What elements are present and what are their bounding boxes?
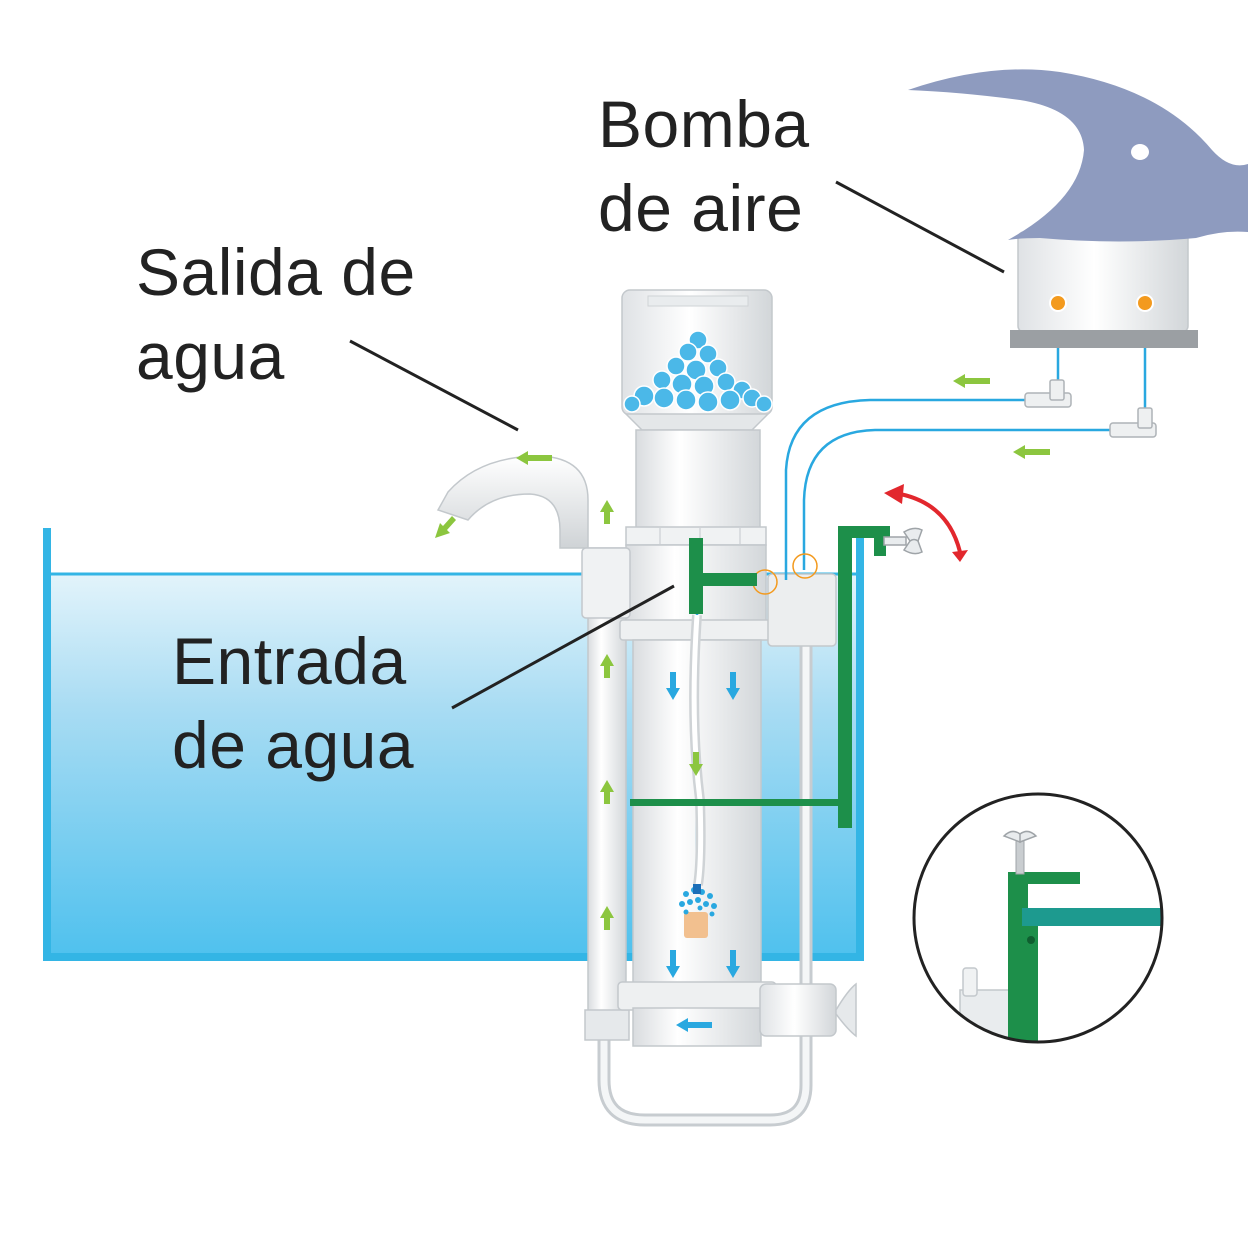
bracket-detail-inset [912, 792, 1164, 1044]
fish-logo-icon [908, 69, 1248, 242]
foam-bubbles [623, 330, 773, 413]
water-pump [759, 983, 837, 1037]
air-pump-label-line1: Bomba [598, 87, 810, 161]
air-pump-label: Bomba de aire [598, 82, 810, 250]
air-outlet-valve [1136, 294, 1154, 312]
air-valve-connectors [1024, 379, 1157, 438]
rotate-arrow-icon [899, 492, 962, 553]
flow-arrow-icon [666, 672, 740, 1032]
return-hose [597, 573, 813, 1127]
water-inlet-label-line2: de agua [172, 708, 415, 782]
outlet-hook [436, 455, 589, 549]
water-inlet-label-line1: Entrada [172, 624, 407, 698]
air-outlet-valve [1049, 294, 1067, 312]
air-pump-label-line2: de aire [598, 171, 804, 245]
wing-nut-icon [883, 527, 923, 555]
water-outlet-label: Salida de agua [136, 230, 416, 398]
leader-lines [349, 180, 1005, 710]
water-outlet-label-line1: Salida de [136, 235, 416, 309]
air-stone-icon [679, 884, 717, 938]
air-pump [1010, 231, 1198, 348]
mounting-bracket [630, 526, 890, 828]
aquarium-wall [43, 528, 864, 961]
flow-arrow-icon [435, 374, 1050, 930]
water-inlet-label: Entrada de agua [172, 619, 414, 787]
reaction-tube-upper [635, 429, 761, 531]
water-inlet-fitting [689, 538, 757, 614]
water-outlet-label-line2: agua [136, 319, 285, 393]
